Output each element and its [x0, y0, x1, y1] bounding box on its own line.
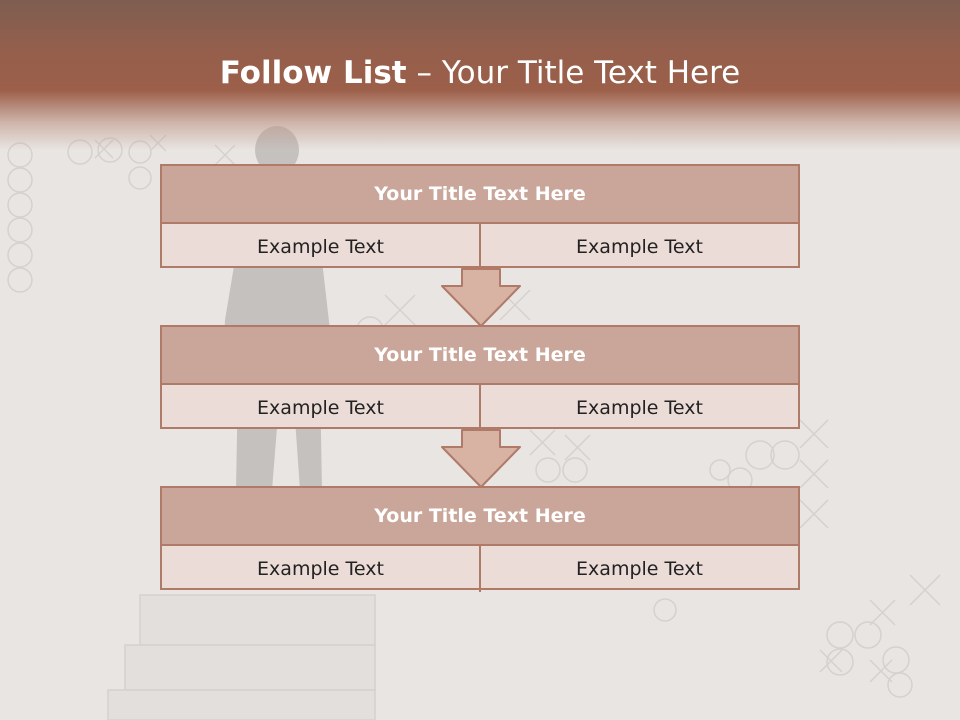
block-cell-right: Example Text	[479, 385, 798, 431]
block-cell-right: Example Text	[479, 224, 798, 270]
title-banner	[0, 0, 960, 150]
slide-title: Follow List – Your Title Text Here	[0, 55, 960, 91]
title-rest: Your Title Text Here	[441, 55, 741, 91]
block-cell-left: Example Text	[257, 397, 384, 419]
down-arrow-icon	[441, 268, 521, 327]
list-block-2: Your Title Text Here Example Text Exampl…	[160, 325, 800, 431]
block-cell-right: Example Text	[479, 546, 798, 592]
title-bold: Follow List	[219, 55, 407, 91]
block-title: Your Title Text Here	[162, 327, 798, 385]
block-cell-left: Example Text	[257, 558, 384, 580]
list-block-3: Your Title Text Here Example Text Exampl…	[160, 486, 800, 592]
block-title: Your Title Text Here	[162, 166, 798, 224]
down-arrow-icon	[441, 429, 521, 488]
block-cell-left: Example Text	[257, 236, 384, 258]
block-row: Example Text Example Text	[162, 224, 798, 270]
title-separator: –	[406, 55, 442, 91]
block-title: Your Title Text Here	[162, 488, 798, 546]
block-row: Example Text Example Text	[162, 385, 798, 431]
list-block-1: Your Title Text Here Example Text Exampl…	[160, 164, 800, 270]
block-row: Example Text Example Text	[162, 546, 798, 592]
